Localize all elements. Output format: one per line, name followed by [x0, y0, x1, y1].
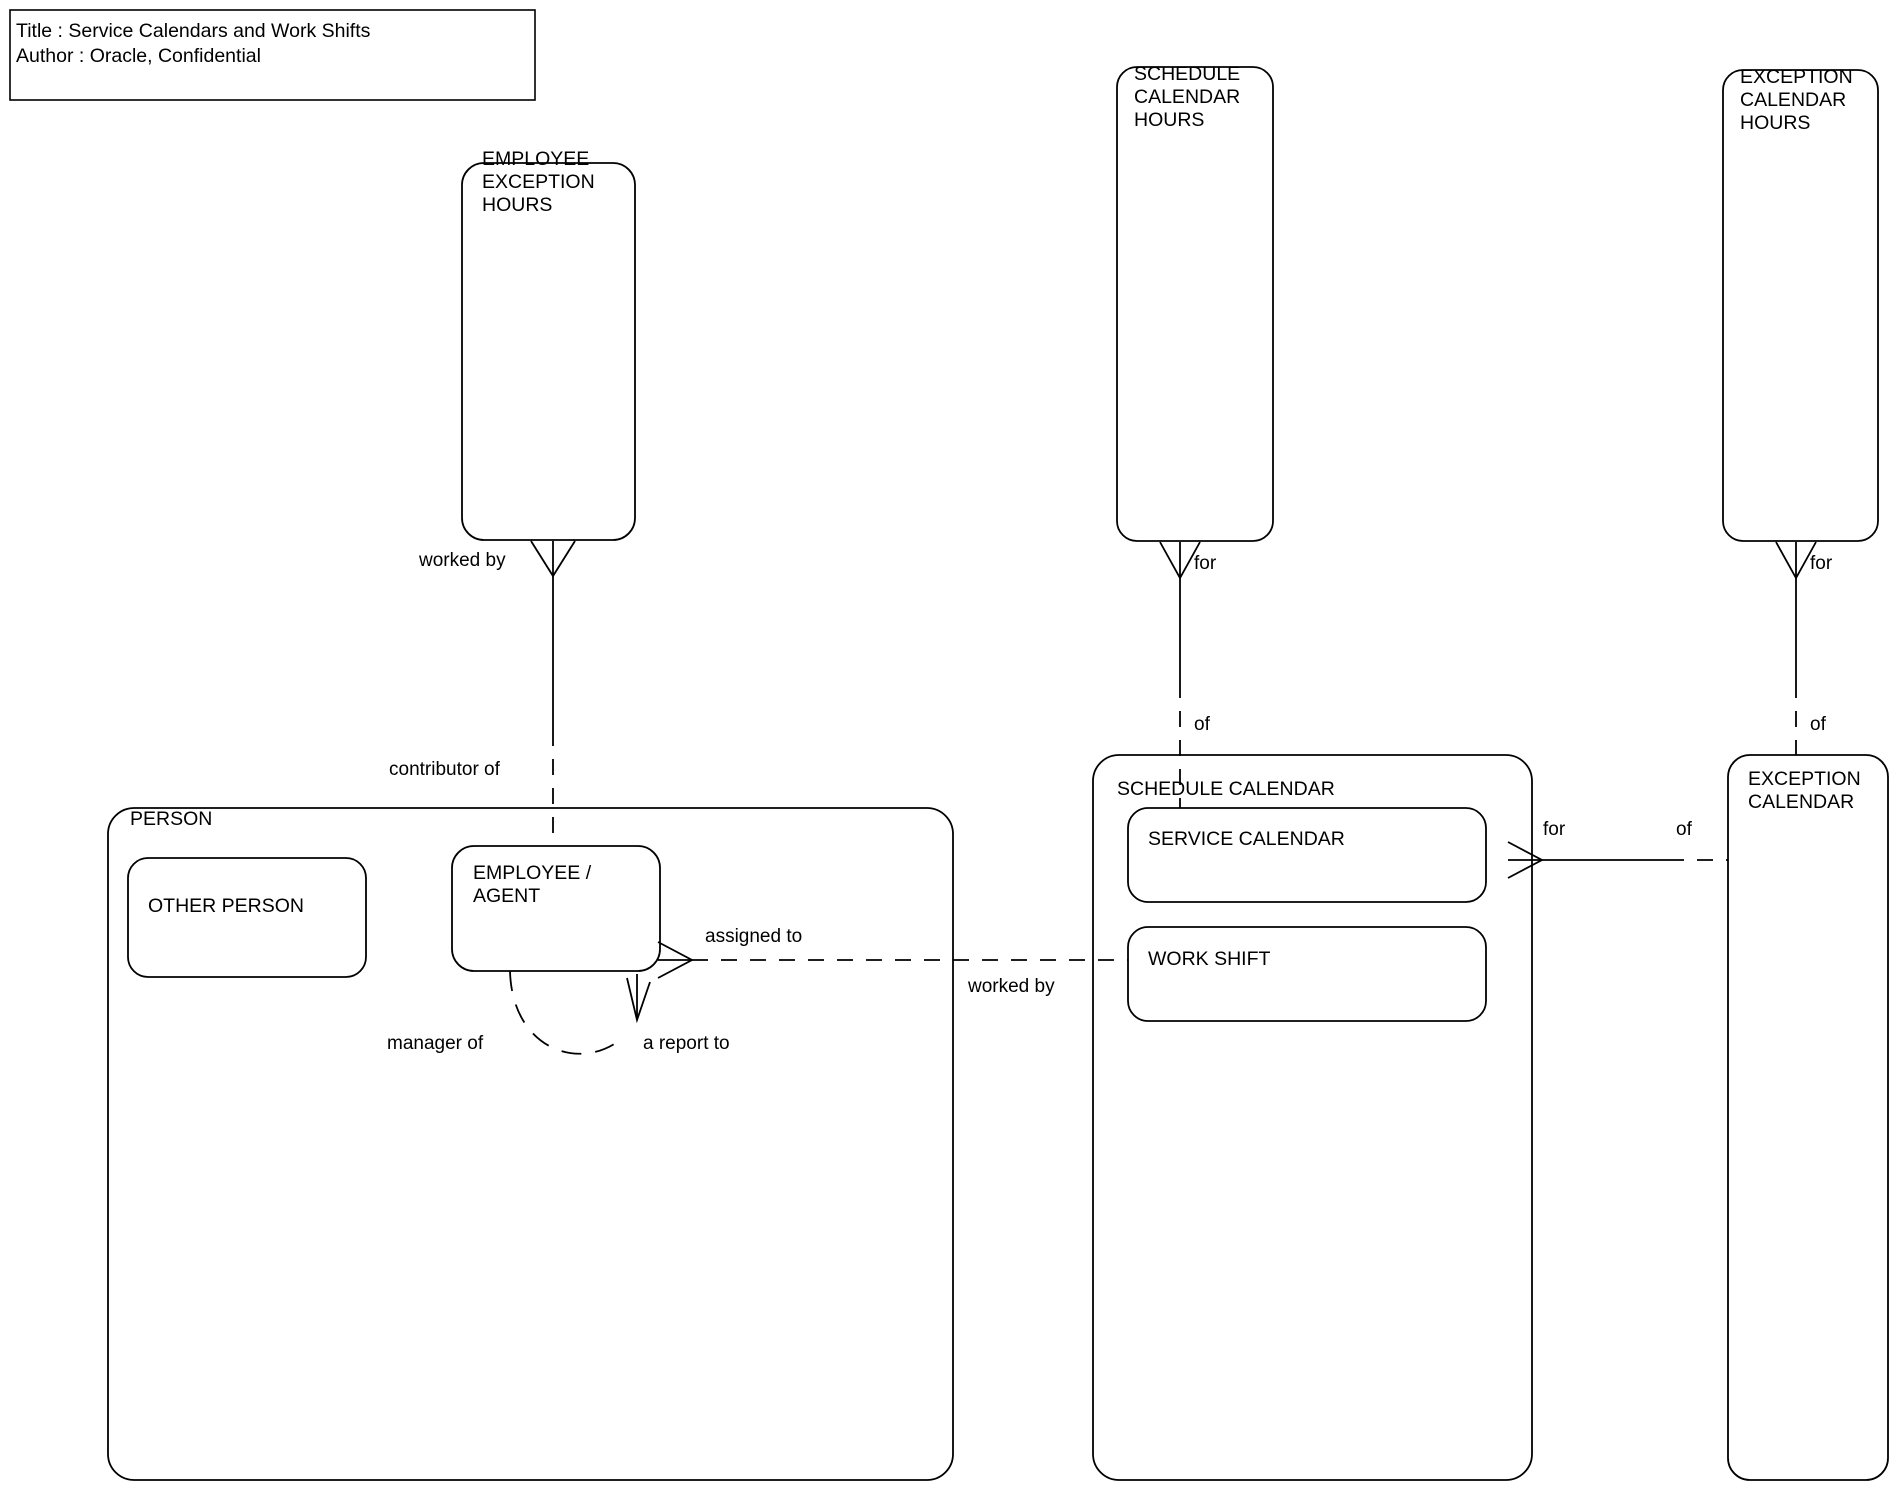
relationship-label-exception-hours-of: of [1810, 714, 1826, 735]
employee-agent-label: EMPLOYEE /AGENT [473, 862, 592, 907]
relationship-label-worked-by-exception: worked by [419, 550, 506, 571]
service-calendar-label: SERVICE CALENDAR [1148, 828, 1345, 850]
schedule-calendar-label: SCHEDULE CALENDAR [1117, 778, 1335, 800]
person-label: PERSON [130, 808, 213, 830]
service-calendar-box[interactable] [1127, 807, 1487, 903]
connector-employee-self-reference [509, 970, 651, 1055]
exception-calendar-box[interactable] [1727, 754, 1889, 1481]
relationship-label-worked-by-work-shift: worked by [968, 976, 1055, 997]
work-shift-label: WORK SHIFT [1148, 948, 1271, 970]
schedule-calendar-hours-box[interactable] [1116, 66, 1274, 542]
employee-exception-hours-box[interactable] [461, 162, 636, 541]
relationship-label-contributor-of: contributor of [389, 759, 500, 780]
relationship-label-manager-of: manager of [387, 1033, 484, 1054]
other-person-box[interactable] [127, 857, 367, 978]
connector-employee-exception-hours [530, 540, 576, 846]
title-block-border [9, 9, 536, 101]
exception-calendar-hours-box[interactable] [1722, 69, 1879, 542]
other-person-label: OTHER PERSON [148, 895, 305, 917]
connector-schedule-calendar-hours [1159, 541, 1201, 808]
relationship-label-schedule-hours-for: for [1194, 553, 1217, 574]
employee-agent-box[interactable] [451, 845, 661, 972]
relationship-label-schedule-hours-of: of [1194, 714, 1210, 735]
relationship-label-service-calendar-for: for [1543, 819, 1566, 840]
connector-exception-calendar-hours [1775, 541, 1817, 755]
title-block-title: Title : Service Calendars and Work Shift… [16, 20, 371, 42]
relationship-label-exception-calendar-of: of [1676, 819, 1692, 840]
connector-assigned-to-worked-by [657, 941, 1128, 979]
relationship-label-a-report-to: a report to [643, 1033, 730, 1054]
relationship-label-assigned-to: assigned to [705, 926, 803, 947]
connector-service-exception-calendar [1507, 841, 1728, 879]
title-block-author: Author : Oracle, Confidential [16, 45, 261, 67]
relationship-label-exception-hours-for: for [1810, 553, 1833, 574]
work-shift-box[interactable] [1127, 926, 1487, 1022]
